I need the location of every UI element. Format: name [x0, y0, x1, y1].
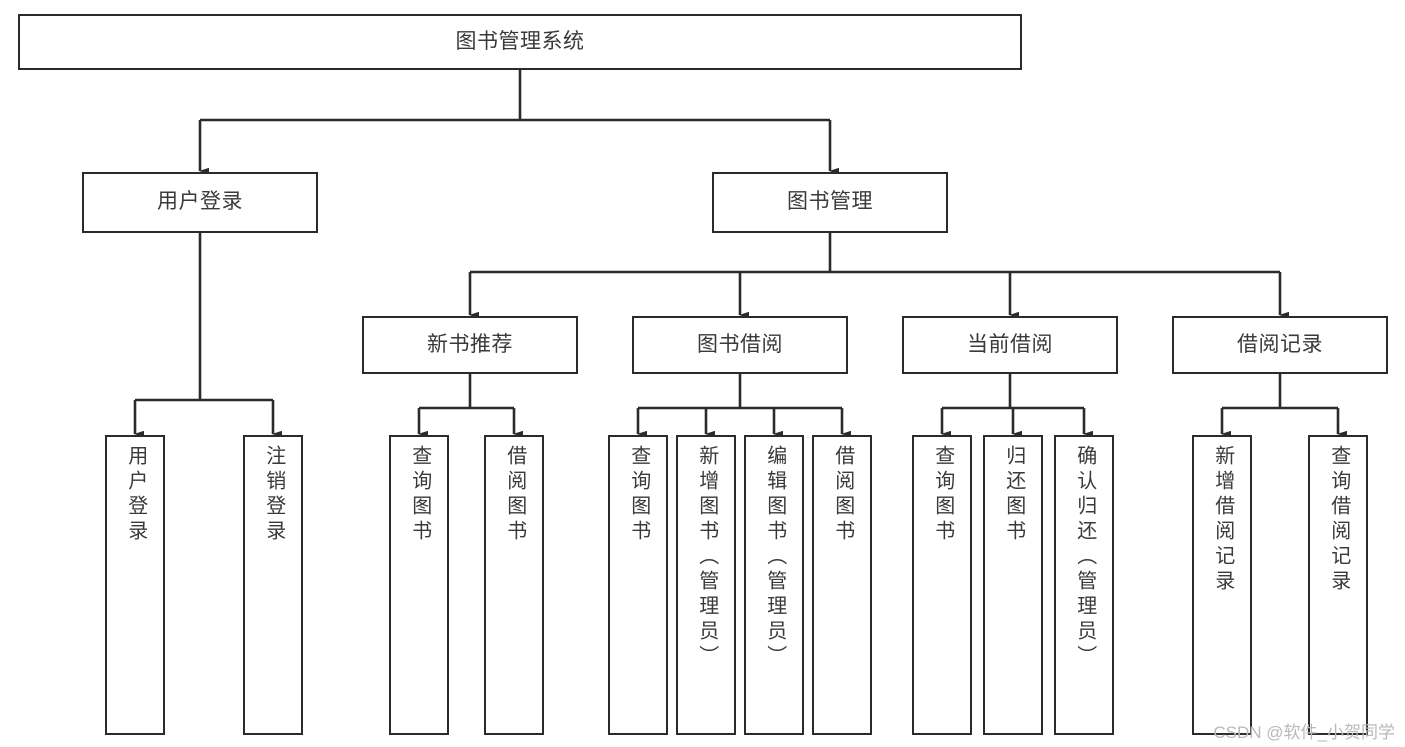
- node-label: 查询图书: [627, 445, 650, 545]
- node-new-book-rec[interactable]: 新书推荐: [362, 316, 578, 374]
- node-label: 当前借阅: [967, 332, 1053, 356]
- node-label: 借阅图书: [503, 445, 526, 545]
- node-label: 归还图书: [1002, 445, 1025, 545]
- node-label: 查询图书: [408, 445, 431, 545]
- node-label: 借阅图书: [831, 445, 854, 545]
- node-label: 图书管理系统: [455, 29, 585, 53]
- node-leaf-cb-query[interactable]: 查询图书: [912, 435, 972, 735]
- node-leaf-cb-confirm[interactable]: 确认归还（管理员）: [1054, 435, 1114, 735]
- node-leaf-user-logout[interactable]: 注销登录: [243, 435, 303, 735]
- node-label: 新增图书（管理员）: [695, 445, 718, 670]
- node-current-borrow[interactable]: 当前借阅: [902, 316, 1118, 374]
- node-root[interactable]: 图书管理系统: [18, 14, 1022, 70]
- node-book-borrow[interactable]: 图书借阅: [632, 316, 848, 374]
- node-label: 注销登录: [262, 445, 285, 545]
- node-label: 图书管理: [787, 190, 873, 214]
- node-label: 用户登录: [124, 445, 147, 545]
- node-label: 借阅记录: [1237, 332, 1323, 356]
- node-leaf-bb-add[interactable]: 新增图书（管理员）: [676, 435, 736, 735]
- node-book-manage[interactable]: 图书管理: [712, 172, 948, 233]
- node-leaf-user-login[interactable]: 用户登录: [105, 435, 165, 735]
- node-leaf-bb-query[interactable]: 查询图书: [608, 435, 668, 735]
- node-label: 图书借阅: [697, 332, 783, 356]
- node-leaf-rec-borrow[interactable]: 借阅图书: [484, 435, 544, 735]
- node-leaf-bb-borrow[interactable]: 借阅图书: [812, 435, 872, 735]
- node-borrow-record[interactable]: 借阅记录: [1172, 316, 1388, 374]
- node-label: 新增借阅记录: [1211, 445, 1234, 595]
- node-leaf-bb-edit[interactable]: 编辑图书（管理员）: [744, 435, 804, 735]
- node-label: 新书推荐: [427, 332, 513, 356]
- node-label: 编辑图书（管理员）: [763, 445, 786, 670]
- node-user-login[interactable]: 用户登录: [82, 172, 318, 233]
- node-leaf-cb-return[interactable]: 归还图书: [983, 435, 1043, 735]
- node-label: 查询借阅记录: [1327, 445, 1350, 595]
- node-leaf-br-query[interactable]: 查询借阅记录: [1308, 435, 1368, 735]
- node-leaf-rec-query[interactable]: 查询图书: [389, 435, 449, 735]
- node-label: 查询图书: [931, 445, 954, 545]
- node-leaf-br-add[interactable]: 新增借阅记录: [1192, 435, 1252, 735]
- node-label: 确认归还（管理员）: [1073, 445, 1096, 670]
- node-label: 用户登录: [157, 190, 243, 214]
